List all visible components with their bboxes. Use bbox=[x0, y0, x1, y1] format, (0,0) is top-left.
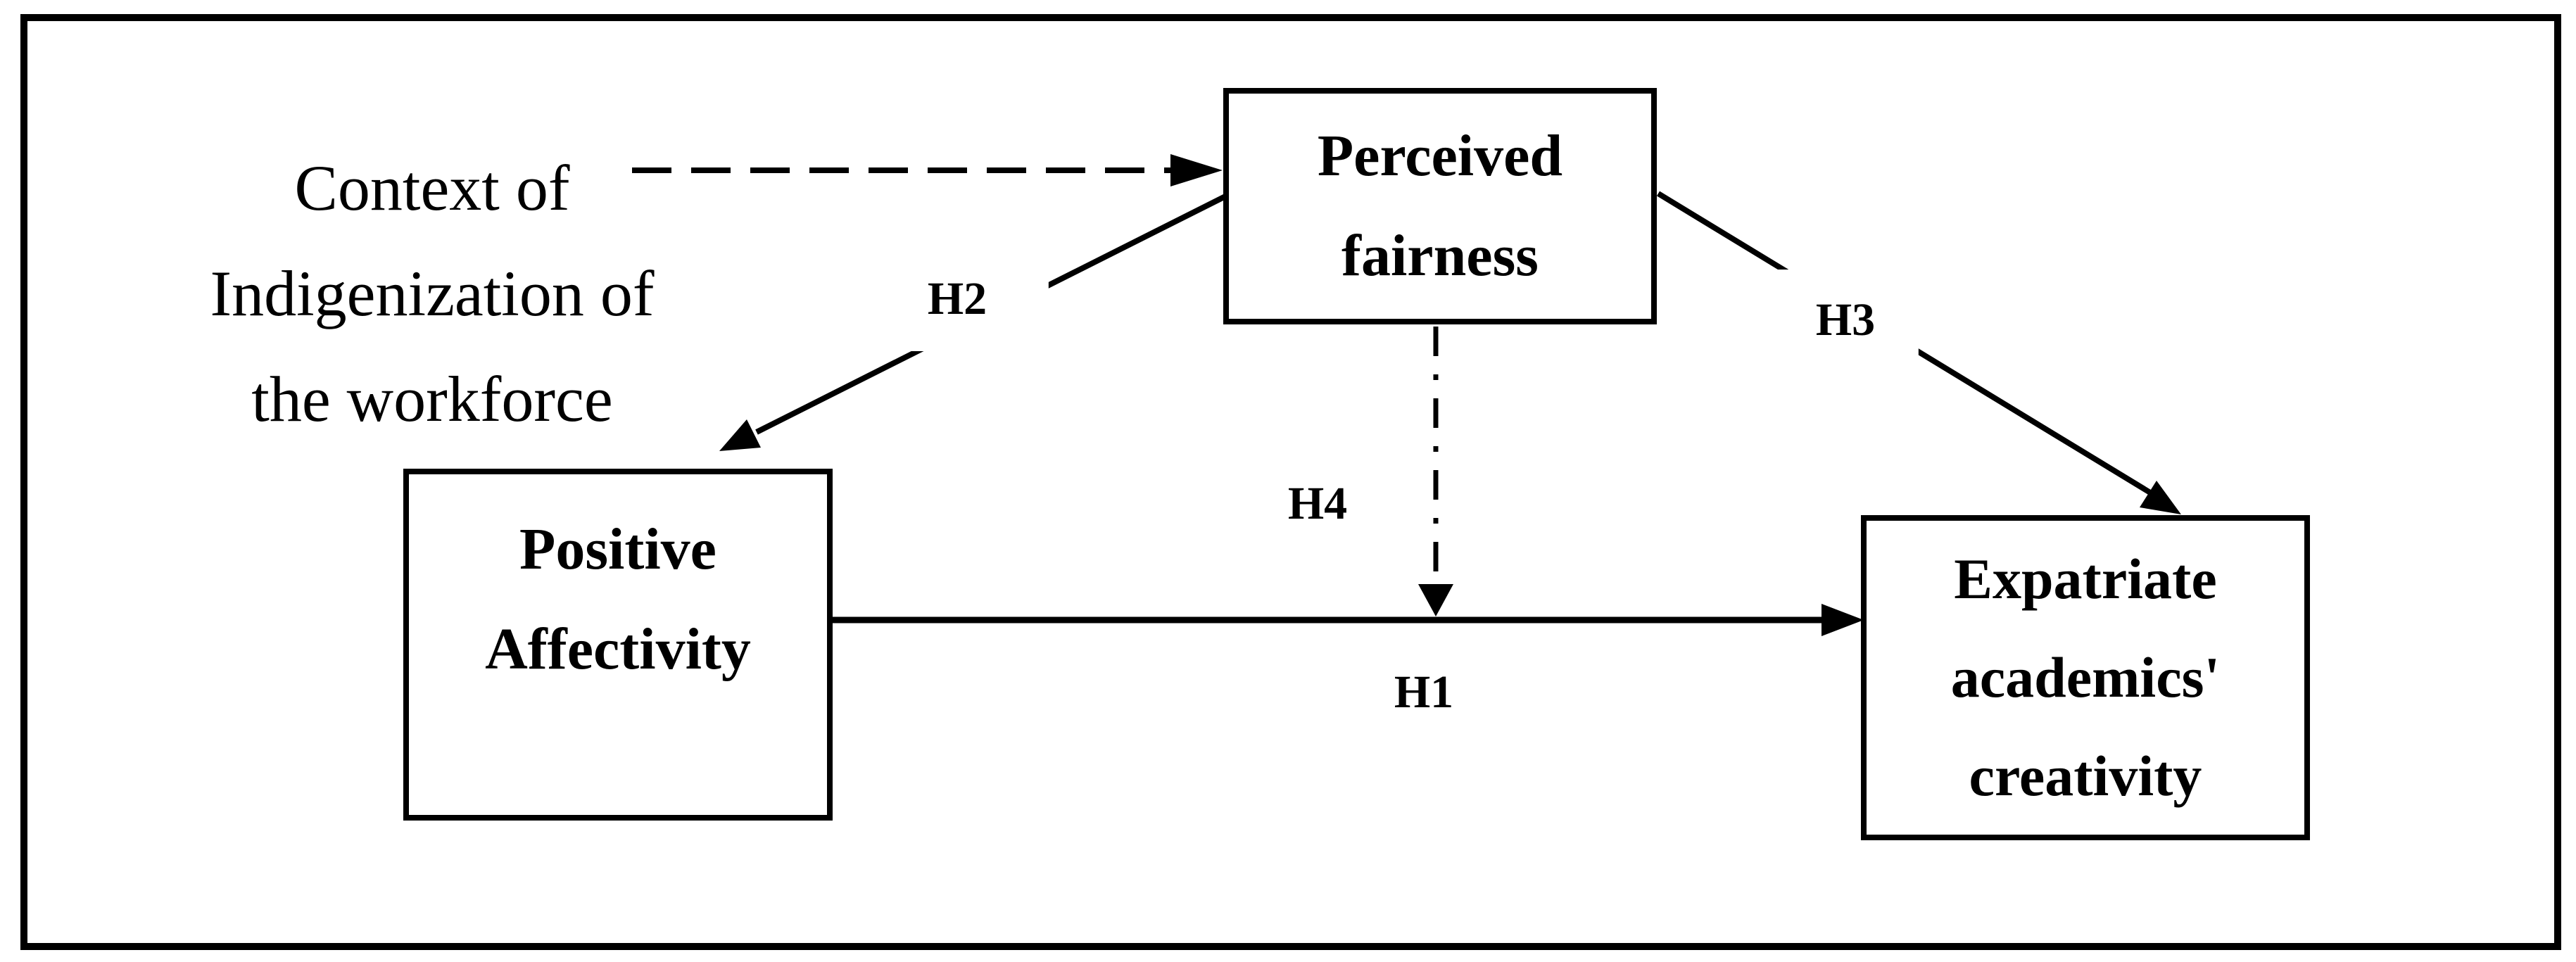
context-dashed-arrowhead-icon bbox=[1170, 154, 1223, 186]
positive-affectivity-box: Positive Affectivity bbox=[403, 469, 833, 821]
positive-affectivity-label-line1: Positive bbox=[519, 517, 716, 582]
h2-label: H2 bbox=[865, 247, 1049, 351]
perceived-fairness-box: Perceived fairness bbox=[1223, 88, 1657, 324]
figure-border bbox=[20, 14, 2561, 950]
positive-affectivity-label-line2: Affectivity bbox=[485, 616, 751, 682]
context-note: Context of Indigenization of the workfor… bbox=[172, 135, 693, 452]
h2-arrowhead-icon bbox=[719, 419, 761, 451]
h3-label: H3 bbox=[1772, 270, 1919, 371]
expatriate-creativity-label-line1: Expatriate bbox=[1954, 547, 2217, 611]
expatriate-creativity-box: Expatriate academics' creativity bbox=[1861, 515, 2310, 840]
h3-arrowhead-icon bbox=[2140, 481, 2181, 514]
h1-arrowhead-icon bbox=[1821, 604, 1864, 636]
perceived-fairness-label-line2: fairness bbox=[1341, 223, 1539, 289]
context-note-line2: Indigenization of bbox=[210, 258, 655, 329]
expatriate-creativity-label-line2: academics' bbox=[1950, 645, 2221, 709]
expatriate-creativity-label-line3: creativity bbox=[1969, 744, 2202, 808]
perceived-fairness-label-line1: Perceived bbox=[1317, 123, 1563, 189]
h4-label: H4 bbox=[1276, 471, 1359, 536]
context-note-line1: Context of bbox=[294, 152, 570, 224]
h1-label: H1 bbox=[1382, 660, 1465, 725]
context-note-line3: the workforce bbox=[251, 363, 613, 435]
h4-arrowhead-icon bbox=[1418, 584, 1453, 616]
